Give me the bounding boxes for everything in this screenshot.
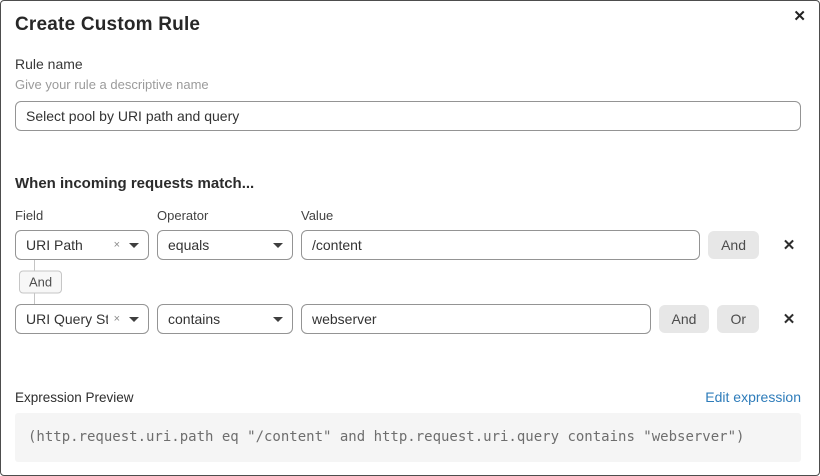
add-or-condition-button[interactable]: Or <box>717 305 759 333</box>
dialog-title: Create Custom Rule <box>15 14 201 35</box>
field-select[interactable]: URI Path × <box>15 230 149 260</box>
clear-selection-icon[interactable]: × <box>113 312 120 325</box>
expression-code-block: (http.request.uri.path eq "/content" and… <box>15 413 801 462</box>
field-select-value: URI Path <box>26 237 83 253</box>
condition-row-1: URI Path × equals And ✕ <box>15 230 801 260</box>
operator-column-label: Operator <box>157 208 209 223</box>
add-and-condition-button[interactable]: And <box>658 305 710 333</box>
operator-select[interactable]: contains <box>157 304 293 334</box>
rule-name-helper: Give your rule a descriptive name <box>15 77 209 92</box>
add-and-condition-button[interactable]: And <box>708 231 759 259</box>
operator-select-value: equals <box>168 237 210 253</box>
rule-name-label: Rule name <box>15 56 83 72</box>
condition-column-labels: Field Operator Value <box>15 208 801 223</box>
delete-row-icon[interactable]: ✕ <box>782 311 796 328</box>
close-icon[interactable]: ✕ <box>793 8 806 25</box>
chevron-down-icon <box>273 242 283 248</box>
field-column-label: Field <box>15 208 44 223</box>
chevron-down-icon <box>129 316 139 322</box>
expression-preview-header: Expression Preview Edit expression <box>15 389 801 405</box>
expression-code: (http.request.uri.path eq "/content" and… <box>28 429 745 445</box>
clear-selection-icon[interactable]: × <box>113 238 120 251</box>
match-section-heading: When incoming requests match... <box>15 175 255 192</box>
condition-connector: And <box>15 260 85 304</box>
condition-row-2: URI Query St... × contains And Or ✕ <box>15 304 801 334</box>
rule-name-input[interactable] <box>15 101 801 131</box>
value-input[interactable] <box>301 230 701 260</box>
chevron-down-icon <box>273 316 283 322</box>
operator-select-value: contains <box>168 311 221 327</box>
edit-expression-link[interactable]: Edit expression <box>705 389 801 405</box>
field-select-value: URI Query St... <box>26 311 108 327</box>
field-select[interactable]: URI Query St... × <box>15 304 149 334</box>
value-input[interactable] <box>301 304 651 334</box>
chevron-down-icon <box>129 242 139 248</box>
operator-select[interactable]: equals <box>157 230 293 260</box>
connector-and-badge: And <box>19 270 63 294</box>
delete-row-icon[interactable]: ✕ <box>782 237 796 254</box>
expression-preview-label: Expression Preview <box>15 390 134 405</box>
value-column-label: Value <box>301 208 334 223</box>
